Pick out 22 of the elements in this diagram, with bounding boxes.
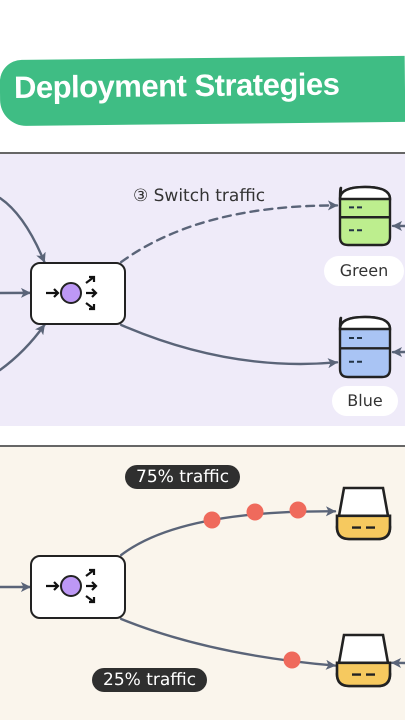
load-balancer-box — [30, 555, 126, 619]
arrow — [392, 347, 405, 358]
title: Deployment Strategies — [14, 66, 340, 106]
arrow — [0, 196, 46, 264]
arrow — [120, 506, 336, 556]
arrow — [0, 582, 32, 592]
traffic-label: 75% traffic — [125, 465, 240, 489]
arrow — [120, 200, 338, 264]
arrow — [390, 658, 405, 668]
server-label: Green — [324, 256, 404, 286]
arrow — [120, 618, 336, 670]
arrow — [120, 324, 338, 368]
traffic-label: 25% traffic — [92, 668, 208, 692]
server-drawing — [337, 185, 393, 247]
arrow — [0, 324, 46, 372]
load-balancer-box — [30, 262, 126, 325]
server-label: Blue — [332, 386, 398, 416]
server-drawing — [335, 485, 392, 541]
server-drawing — [337, 315, 393, 379]
arrow — [392, 220, 405, 232]
server-drawing — [335, 632, 392, 688]
arrow — [0, 288, 32, 298]
